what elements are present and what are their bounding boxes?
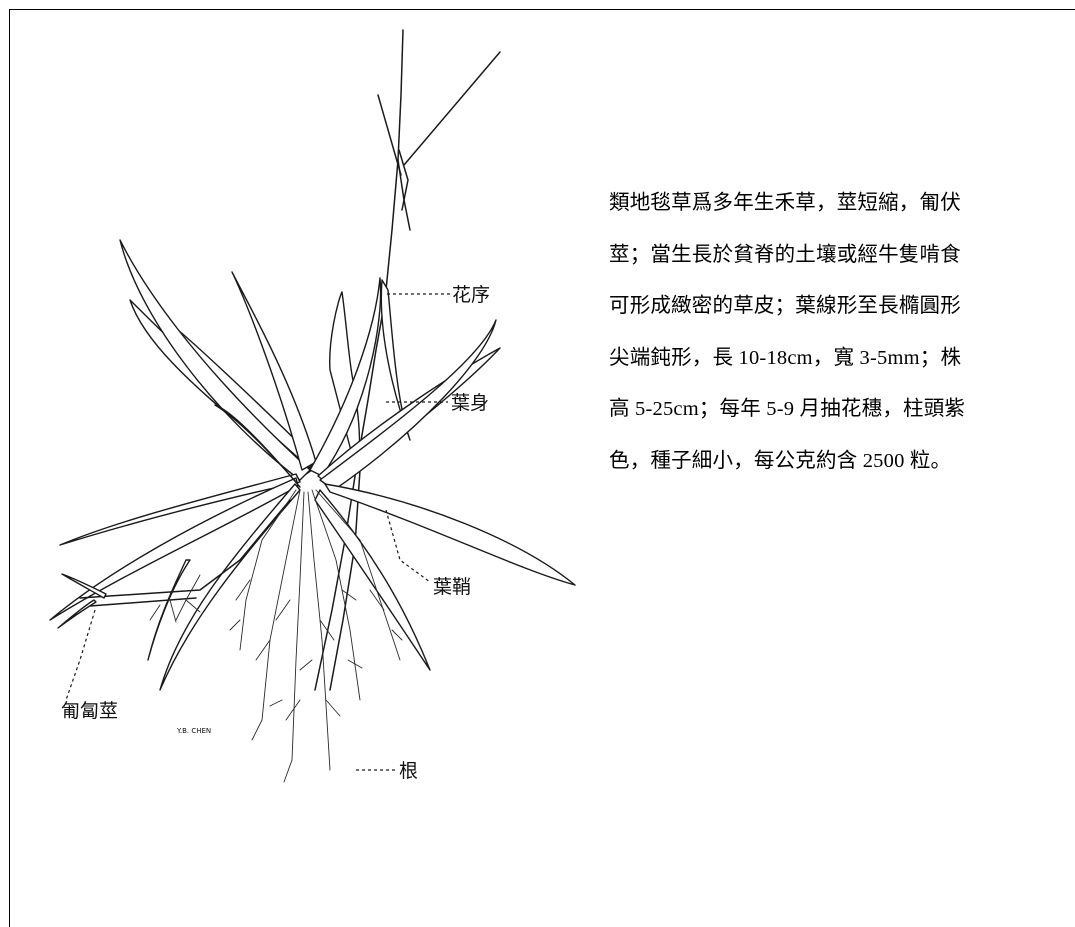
description-line: 莖；當生長於貧脊的土壤或經牛隻啃食 xyxy=(609,243,961,266)
description-line: 高 5-25cm；每年 5-9 月抽花穗，柱頭紫 xyxy=(609,398,966,420)
label-inflorescence: 花序 xyxy=(452,284,490,306)
description-line: 可形成緻密的草皮；葉線形至長橢圓形 xyxy=(609,295,961,317)
leaves-drawing xyxy=(49,239,576,691)
roots-drawing xyxy=(149,489,403,783)
description-line: 尖端鈍形，長 10-18cm，寬 3-5mm；株 xyxy=(609,346,962,369)
label-leaf-blade: 葉身 xyxy=(451,392,489,414)
description-line: 色，種子細小，每公克約含 2500 粒。 xyxy=(609,449,952,472)
leader-lines xyxy=(65,293,450,771)
label-root: 根 xyxy=(399,760,418,782)
species-description: 類地毯草爲多年生禾草，莖短縮，匍伏 莖；當生長於貧脊的土壤或經牛隻啃食 可形成緻… xyxy=(609,178,1069,487)
illustrator-signature: Y.B. CHEN xyxy=(176,727,211,735)
label-leaf-sheath: 葉鞘 xyxy=(433,576,471,598)
description-line: 類地毯草爲多年生禾草，莖短縮，匍伏 xyxy=(609,192,961,214)
inflorescence-drawing xyxy=(314,29,501,691)
label-stolon: 匍匐莖 xyxy=(61,700,118,722)
page-frame xyxy=(9,9,1075,927)
